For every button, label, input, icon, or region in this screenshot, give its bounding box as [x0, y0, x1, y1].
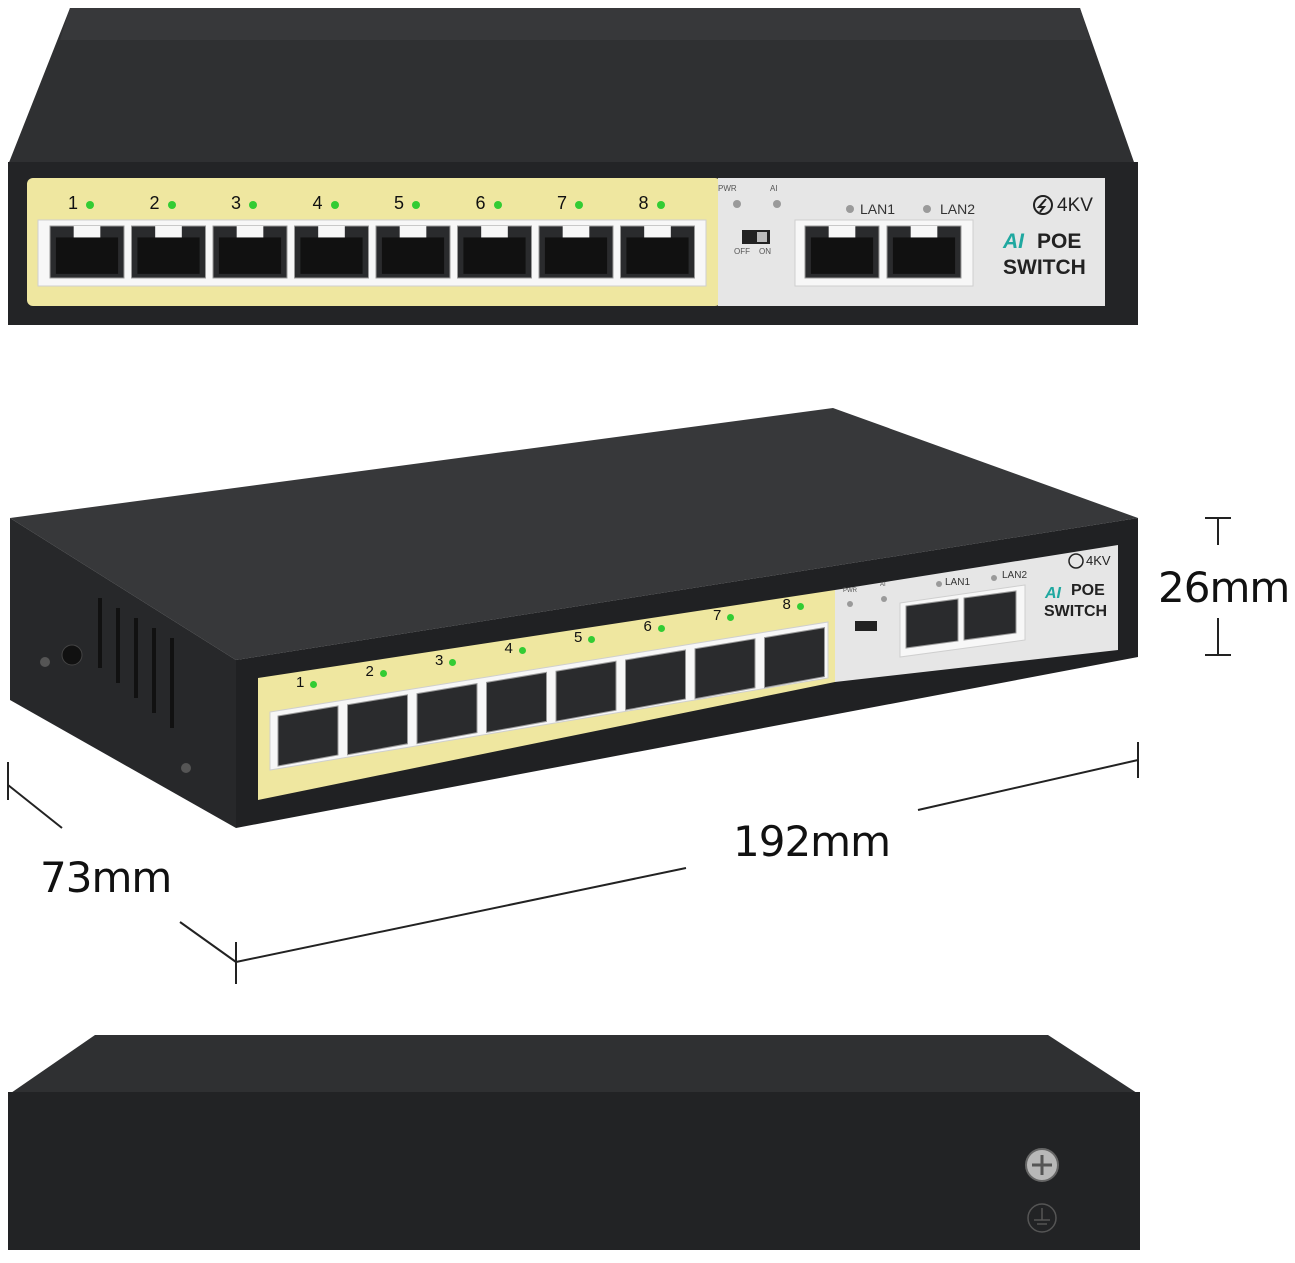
poe-port-number-persp-6: 6	[643, 618, 652, 635]
pwr-indicator-label-2: PWR	[843, 588, 857, 594]
poe-port-number-3: 3	[231, 193, 242, 213]
pwr-indicator-label: PWR	[718, 184, 737, 193]
port-led-persp-2	[379, 669, 387, 677]
poe-port-1[interactable]	[49, 225, 125, 279]
poe-port-number-8: 8	[638, 193, 649, 213]
poe-port-number-persp-8: 8	[782, 595, 791, 613]
port-led-5	[412, 201, 420, 209]
brand-ai-2: AI	[1045, 585, 1061, 602]
width-dimension-label: 192mm	[733, 817, 891, 866]
poe-port-2[interactable]	[131, 225, 206, 279]
poe-port-number-7: 7	[557, 193, 568, 213]
lan1-label: LAN1	[860, 201, 896, 217]
ai-indicator-label: AI	[770, 184, 778, 193]
port-led-persp-6	[657, 625, 665, 632]
port-led-persp-4	[518, 647, 526, 655]
poe-port-6[interactable]	[457, 225, 532, 279]
poe-port-persp-6[interactable]	[625, 649, 686, 711]
poe-port-number-5: 5	[394, 193, 405, 213]
poe-port-3[interactable]	[212, 225, 288, 279]
poe-port-number-persp-1: 1	[296, 674, 305, 691]
rear-view	[0, 1020, 1295, 1258]
off-label: OFF	[734, 247, 750, 256]
surge-rating-label: 4KV	[1057, 195, 1093, 216]
perspective-illustration	[7, 408, 1231, 984]
poe-port-number-persp-2: 2	[365, 662, 374, 680]
port-led-2	[167, 201, 176, 209]
uplink-port-persp-lan1[interactable]	[905, 598, 959, 649]
brand-switch-2: SWITCH	[1044, 603, 1108, 620]
poe-port-number-4: 4	[312, 193, 323, 213]
port-led-4	[330, 201, 339, 209]
uplink-port-persp-lan2[interactable]	[963, 590, 1017, 641]
poe-port-number-1: 1	[68, 193, 79, 213]
poe-port-number-persp-5: 5	[574, 629, 583, 647]
uplink-port-lan2[interactable]	[886, 225, 962, 279]
lan2-label-2: LAN2	[1002, 570, 1028, 581]
port-led-persp-8	[796, 602, 804, 610]
brand-poe: POE	[1037, 230, 1082, 253]
poe-port-persp-4[interactable]	[486, 671, 547, 734]
ai-indicator-label-2: AI	[880, 582, 886, 588]
poe-port-number-persp-7: 7	[713, 606, 722, 624]
poe-port-number-6: 6	[475, 193, 486, 213]
poe-port-persp-2[interactable]	[347, 694, 408, 756]
ground-symbol-icon	[1027, 1203, 1057, 1233]
poe-port-number-2: 2	[149, 193, 160, 213]
poe-port-8[interactable]	[620, 225, 695, 279]
lan2-label: LAN2	[940, 201, 976, 217]
on-label: ON	[759, 247, 771, 256]
poe-port-number-persp-4: 4	[504, 640, 513, 658]
poe-port-7[interactable]	[538, 225, 614, 279]
port-led-1	[86, 201, 94, 209]
port-led-persp-3	[449, 658, 456, 666]
port-led-8	[656, 201, 665, 209]
brand-ai: AI	[1003, 230, 1024, 253]
lan1-label-2: LAN1	[945, 577, 971, 588]
port-led-persp-1	[310, 681, 317, 688]
poe-port-persp-7[interactable]	[694, 638, 756, 700]
poe-port-4[interactable]	[294, 225, 369, 279]
poe-port-persp-1[interactable]	[277, 705, 339, 767]
poe-port-persp-8[interactable]	[764, 627, 825, 689]
poe-port-5[interactable]	[375, 225, 451, 279]
port-led-7	[575, 201, 583, 209]
poe-port-persp-3[interactable]	[416, 683, 478, 745]
port-led-3	[249, 201, 257, 209]
poe-port-number-persp-3: 3	[435, 651, 444, 669]
depth-dimension-label: 73mm	[40, 853, 172, 902]
port-led-persp-7	[727, 613, 734, 621]
port-led-persp-5	[588, 636, 595, 644]
brand-switch: SWITCH	[1003, 256, 1086, 279]
brand-poe-2: POE	[1071, 582, 1105, 599]
rear-view-illustration	[8, 1035, 1140, 1250]
front-view-illustration	[8, 8, 1138, 325]
port-led-6	[493, 201, 502, 209]
perspective-view: 1 2 3 4 5 6 7 8 PWR AI LAN1 LAN2 4KV AI POE SWI…	[0, 400, 1295, 1000]
surge-rating-label-2: 4KV	[1086, 553, 1111, 568]
height-dimension-label: 26mm	[1158, 563, 1290, 612]
poe-port-persp-5[interactable]	[555, 660, 617, 722]
uplink-port-lan1[interactable]	[804, 225, 880, 279]
